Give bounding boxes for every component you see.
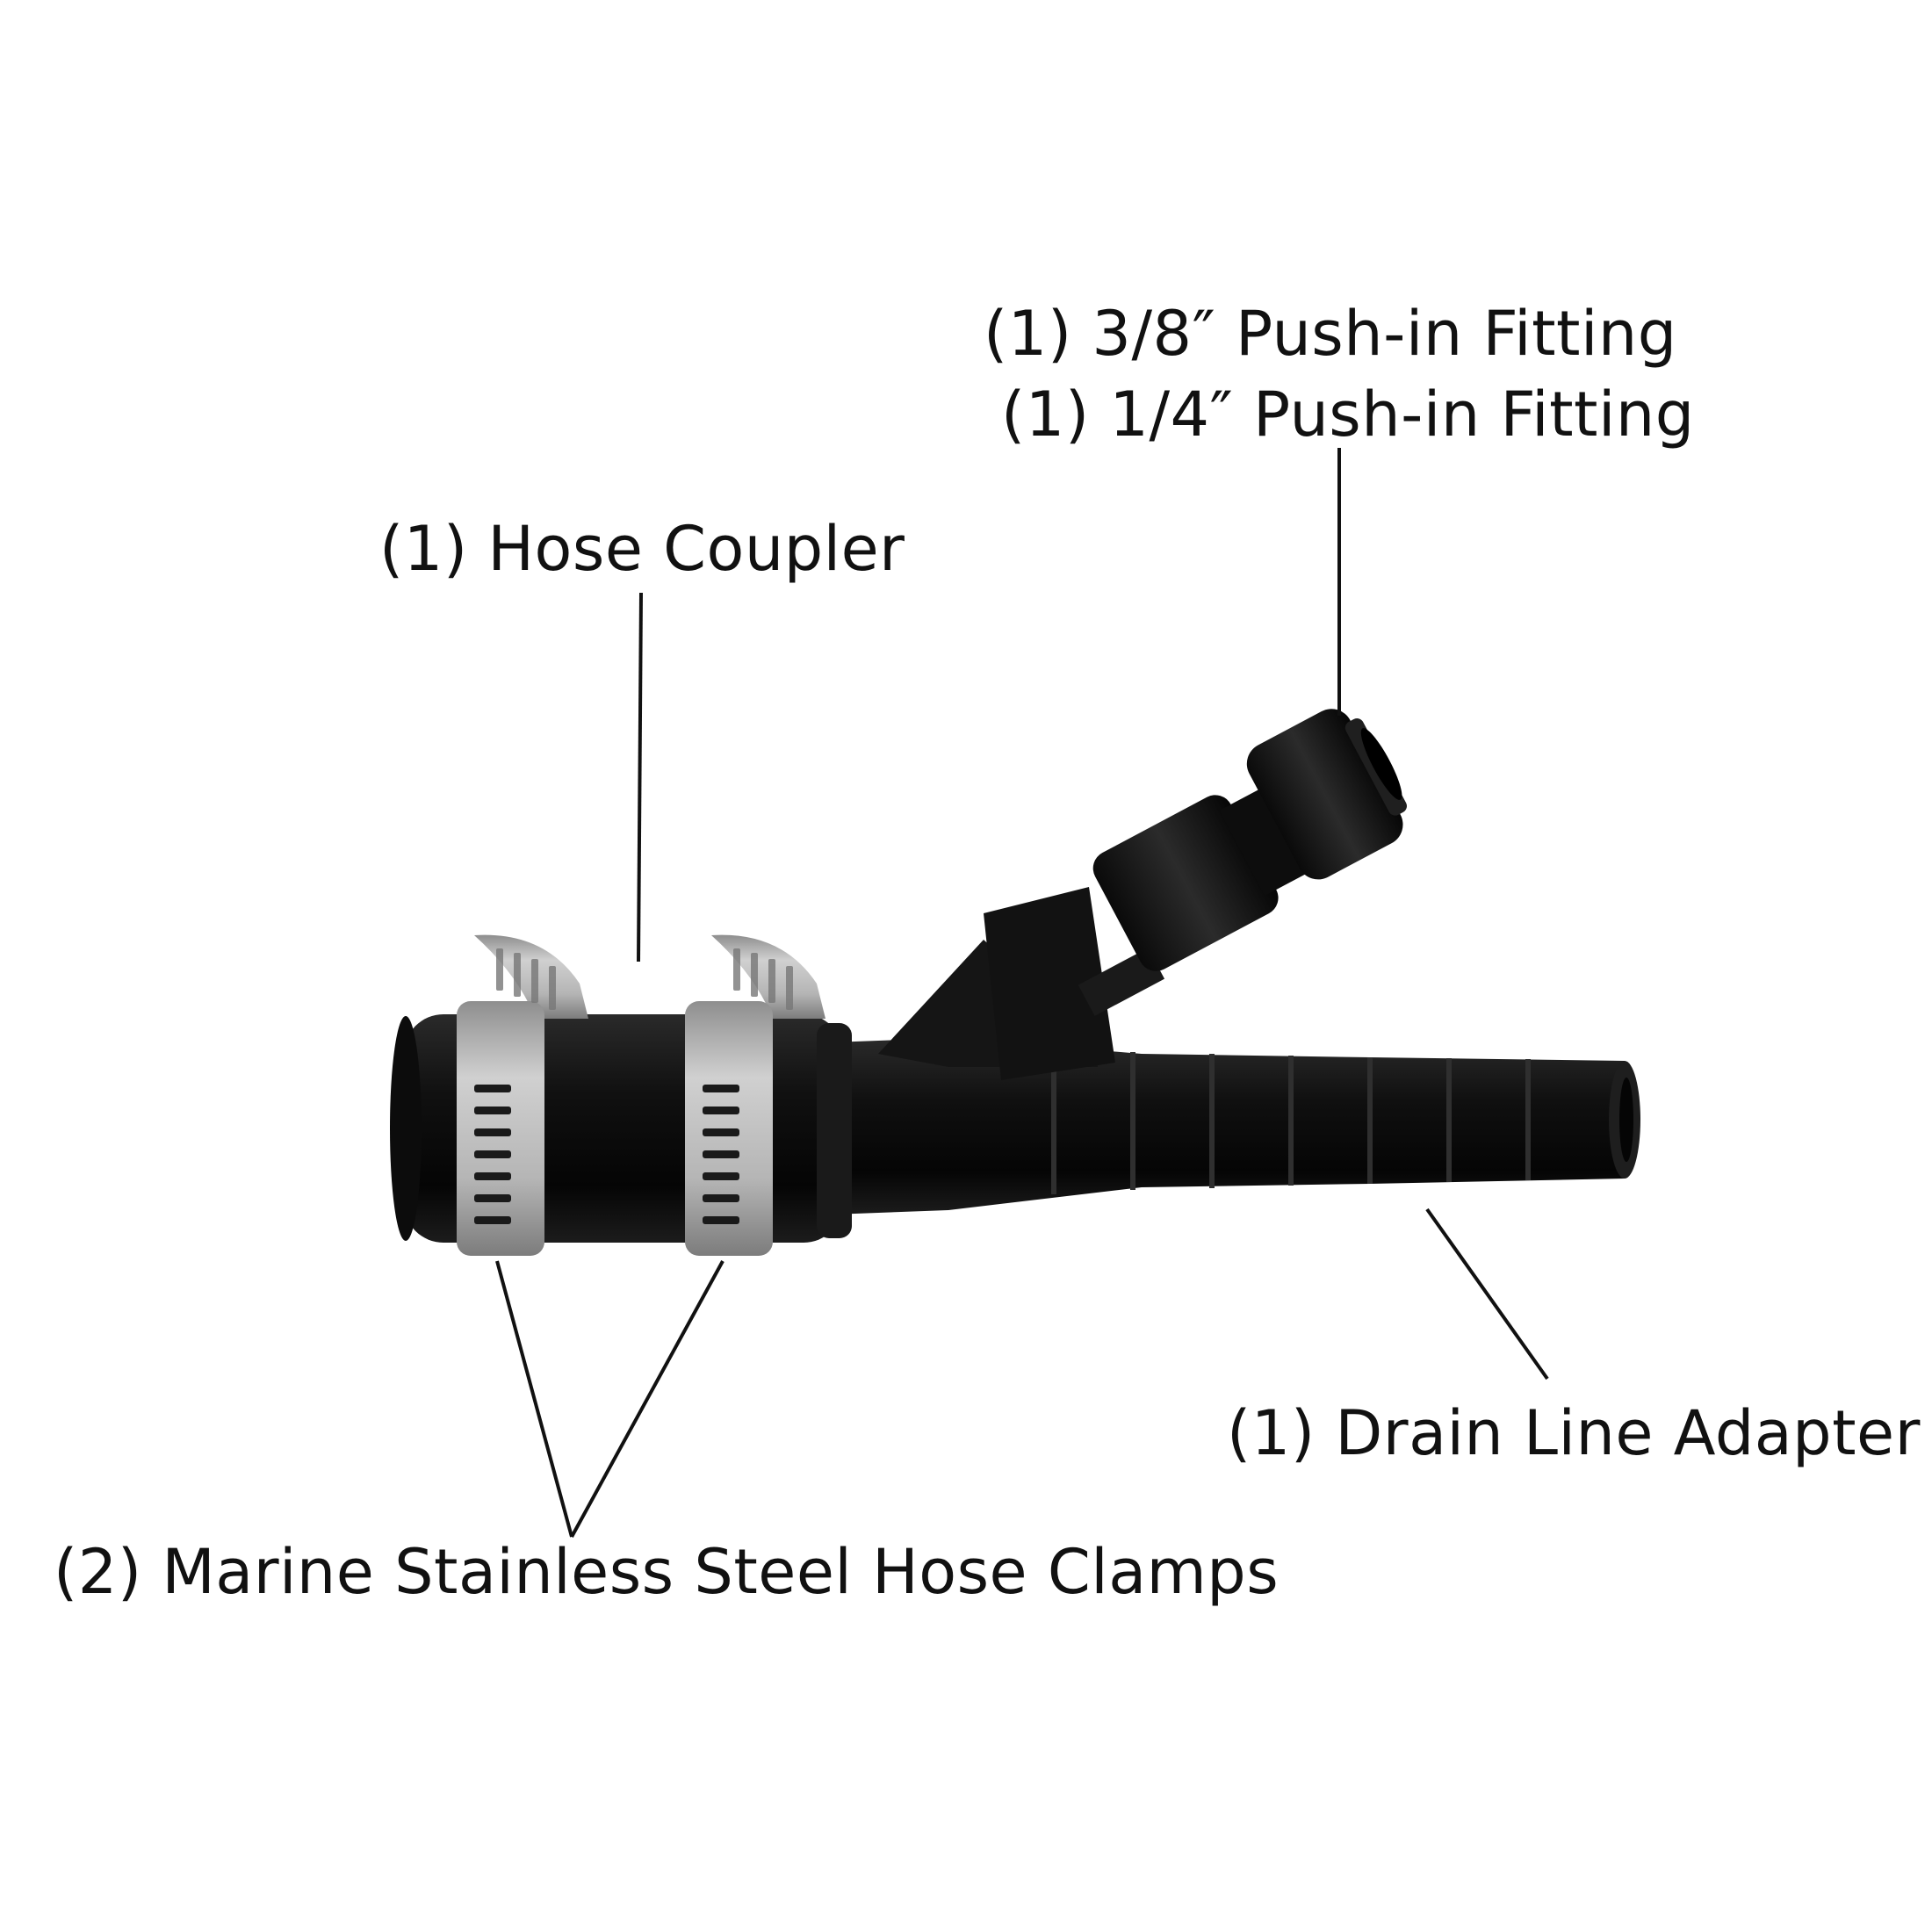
y-branch — [878, 887, 1115, 1080]
drain-line-adapter — [808, 1038, 1640, 1215]
hose-clamp-left — [457, 934, 588, 1256]
label-push-in-fitting-1-4: (1) 1/4″ Push-in Fitting — [1001, 378, 1695, 451]
hose-clamp-right — [685, 934, 825, 1256]
leader-line-clamp-left — [495, 1260, 573, 1538]
label-drain-line-adapter: (1) Drain Line Adapter — [1227, 1397, 1921, 1469]
leader-line-hose-coupler — [637, 592, 643, 962]
label-hose-clamps: (2) Marine Stainless Steel Hose Clamps — [54, 1536, 1280, 1608]
leader-line-clamp-right — [570, 1260, 724, 1538]
label-hose-coupler: (1) Hose Coupler — [379, 513, 905, 585]
push-in-fitting — [1078, 709, 1407, 1016]
label-push-in-fitting-3-8: (1) 3/8″ Push-in Fitting — [984, 298, 1677, 370]
leader-line-drain-adapter — [1425, 1208, 1549, 1381]
